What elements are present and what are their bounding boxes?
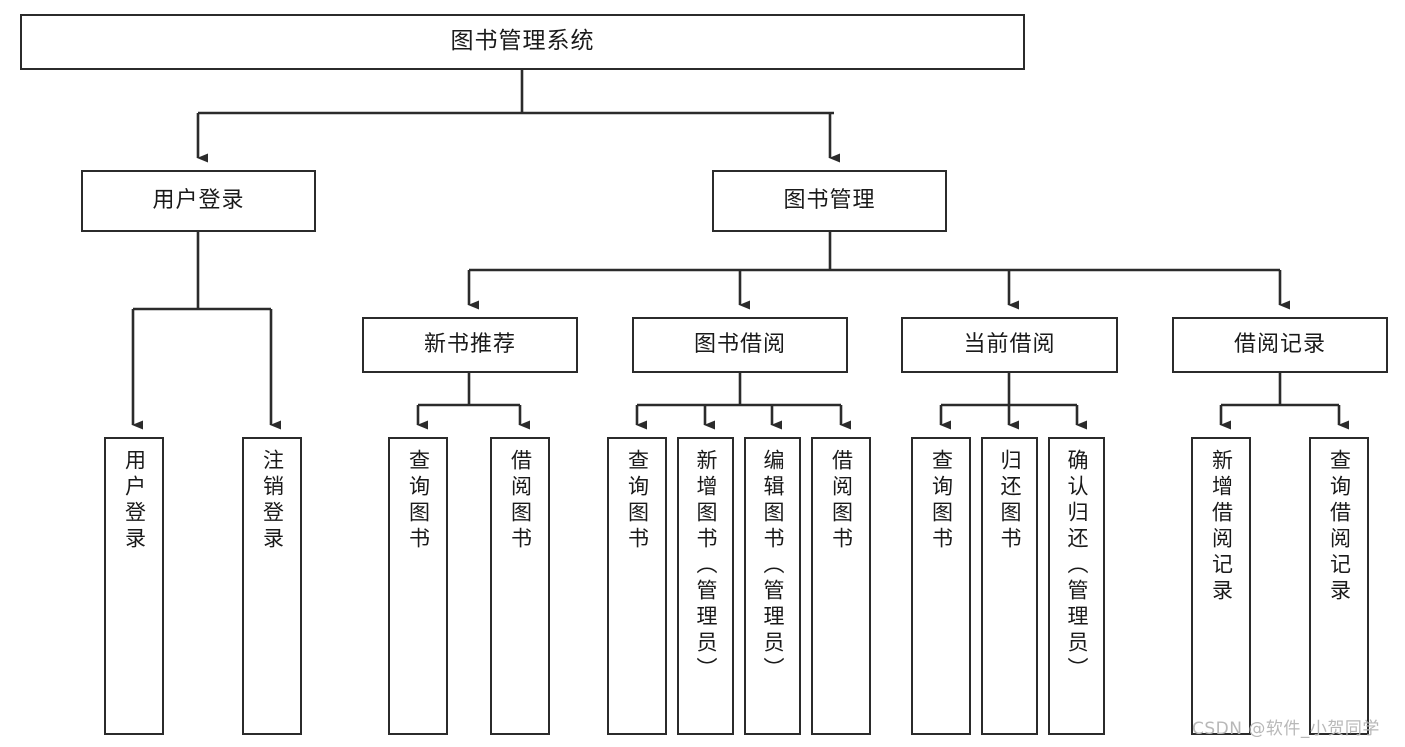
node-root-system[interactable]: 图书管理系统: [20, 14, 1025, 70]
node-label: 图书借阅: [693, 332, 786, 358]
leaf-current-borrow-return[interactable]: 归还图书: [981, 437, 1038, 735]
node-label: 确认归还（管理员）: [1065, 449, 1089, 683]
leaf-user-login-login[interactable]: 用户登录: [104, 437, 164, 735]
node-label: 借阅图书: [829, 449, 854, 553]
node-label: 图书管理: [783, 188, 876, 214]
node-label: 借阅图书: [508, 449, 533, 553]
node-label: 借阅记录: [1233, 332, 1326, 358]
node-label: 归还图书: [998, 449, 1022, 553]
node-label: 用户登录: [152, 188, 245, 214]
leaf-book-borrow-add[interactable]: 新增图书（管理员）: [677, 437, 734, 735]
node-label: 查询图书: [406, 449, 431, 553]
leaf-book-borrow-query[interactable]: 查询图书: [607, 437, 667, 735]
node-borrow-record[interactable]: 借阅记录: [1172, 317, 1388, 373]
node-label: 新增借阅记录: [1209, 449, 1234, 605]
node-label: 新书推荐: [423, 332, 516, 358]
leaf-borrow-record-add[interactable]: 新增借阅记录: [1191, 437, 1251, 735]
leaf-book-borrow-borrow[interactable]: 借阅图书: [811, 437, 871, 735]
leaf-current-borrow-query[interactable]: 查询图书: [911, 437, 971, 735]
node-book-management[interactable]: 图书管理: [712, 170, 947, 232]
node-label: 查询借阅记录: [1327, 449, 1352, 605]
leaf-current-borrow-confirm-return[interactable]: 确认归还（管理员）: [1048, 437, 1105, 735]
leaf-new-book-borrow[interactable]: 借阅图书: [490, 437, 550, 735]
leaf-book-borrow-edit[interactable]: 编辑图书（管理员）: [744, 437, 801, 735]
node-new-book-recommend[interactable]: 新书推荐: [362, 317, 578, 373]
node-current-borrow[interactable]: 当前借阅: [901, 317, 1118, 373]
csdn-watermark: CSDN @软件_小贺同学: [1192, 719, 1380, 739]
node-user-login[interactable]: 用户登录: [81, 170, 316, 232]
node-label: 当前借阅: [963, 332, 1056, 358]
leaf-new-book-query[interactable]: 查询图书: [388, 437, 448, 735]
node-label: 查询图书: [929, 449, 954, 553]
node-label: 注销登录: [260, 449, 285, 553]
node-label: 新增图书（管理员）: [694, 449, 718, 683]
leaf-user-login-logout[interactable]: 注销登录: [242, 437, 302, 735]
node-label: 用户登录: [122, 449, 147, 553]
node-book-borrow[interactable]: 图书借阅: [632, 317, 848, 373]
node-label: 查询图书: [625, 449, 650, 553]
node-label: 图书管理系统: [450, 28, 595, 55]
node-label: 编辑图书（管理员）: [761, 449, 785, 683]
leaf-borrow-record-query[interactable]: 查询借阅记录: [1309, 437, 1369, 735]
